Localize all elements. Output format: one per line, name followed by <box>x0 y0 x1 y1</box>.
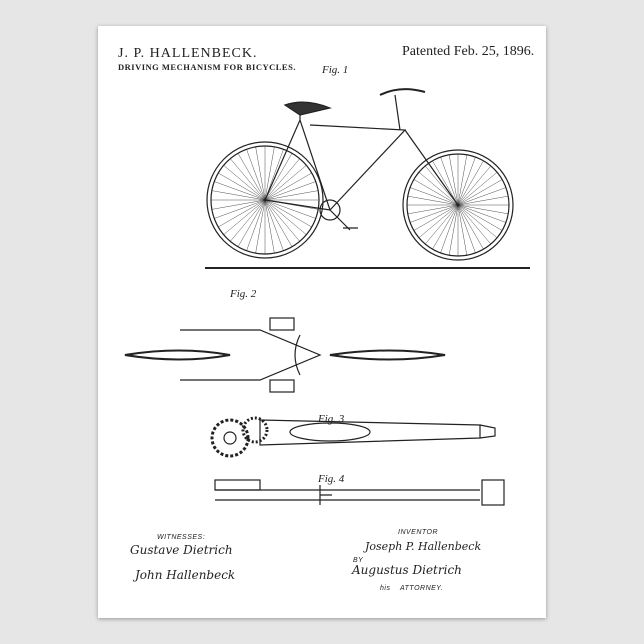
attorney-label: ATTORNEY. <box>400 585 443 592</box>
bicycle-top-view <box>125 318 445 392</box>
sprocket-arm-view <box>212 418 495 456</box>
inventor-signature: Joseph P. Hallenbeck <box>365 540 481 553</box>
attorney-signature: Augustus Dietrich <box>352 563 462 577</box>
witness-signature-2: John Hallenbeck <box>135 568 235 582</box>
his-label: his <box>380 585 390 592</box>
bicycle-side-view <box>205 89 530 268</box>
witnesses-label: WITNESSES: <box>157 534 205 541</box>
witness-signature-1: Gustave Dietrich <box>130 543 233 557</box>
crank-bottom-view <box>215 480 504 505</box>
inventor-label: INVENTOR <box>398 529 438 536</box>
